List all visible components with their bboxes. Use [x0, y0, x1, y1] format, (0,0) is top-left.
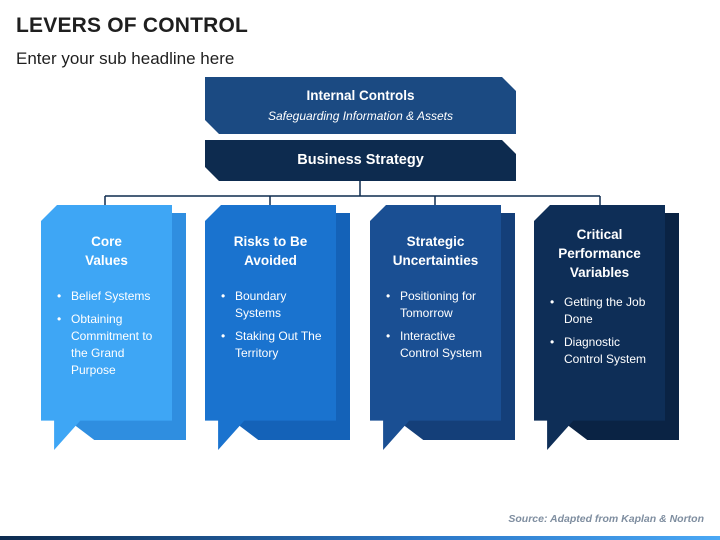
list-item: Boundary Systems: [221, 288, 328, 322]
list-item: Getting the Job Done: [550, 294, 657, 328]
card-title: Strategic Uncertainties: [370, 232, 501, 270]
business-strategy-title: Business Strategy: [297, 152, 424, 168]
page-subtitle: Enter your sub headline here: [16, 49, 235, 68]
card-bullet-list: Positioning for Tomorrow Interactive Con…: [370, 288, 501, 362]
card-title-line: Risks to Be: [233, 234, 308, 249]
card-title-line: Uncertainties: [392, 253, 479, 268]
list-item: Positioning for Tomorrow: [386, 288, 493, 322]
internal-controls-subtitle: Safeguarding Information & Assets: [268, 109, 453, 123]
internal-controls-title: Internal Controls: [306, 88, 415, 103]
card-title-line: Critical: [576, 227, 623, 242]
card-title-line: Core: [91, 234, 122, 249]
page-title: LEVERS OF CONTROL: [16, 14, 249, 37]
list-item: Diagnostic Control System: [550, 334, 657, 368]
business-strategy-banner: Business Strategy: [205, 140, 516, 181]
card-bullet-list: Belief Systems Obtaining Commitment to t…: [41, 288, 172, 379]
card-title-line: Variables: [569, 265, 630, 280]
card-title: Risks to Be Avoided: [205, 232, 336, 270]
card-title: Critical Performance Variables: [534, 225, 665, 282]
card-body: Critical Performance Variables Getting t…: [534, 205, 665, 450]
card-body: Core Values Belief Systems Obtaining Com…: [41, 205, 172, 450]
card-title-line: Strategic: [406, 234, 465, 249]
card-bullet-list: Getting the Job Done Diagnostic Control …: [534, 294, 665, 368]
card-title: Core Values: [41, 232, 172, 270]
card-core-values: Core Values Belief Systems Obtaining Com…: [41, 205, 186, 450]
source-note: Source: Adapted from Kaplan & Norton: [508, 513, 704, 525]
list-item: Obtaining Commitment to the Grand Purpos…: [57, 311, 164, 379]
card-title-line: Performance: [558, 246, 641, 261]
card-strategic-uncertainties: Strategic Uncertainties Positioning for …: [370, 205, 515, 450]
card-bullet-list: Boundary Systems Staking Out The Territo…: [205, 288, 336, 362]
card-title-line: Avoided: [244, 253, 297, 268]
card-body: Risks to Be Avoided Boundary Systems Sta…: [205, 205, 336, 450]
card-critical-performance-variables: Critical Performance Variables Getting t…: [534, 205, 679, 450]
list-item: Belief Systems: [57, 288, 164, 305]
card-title-line: Values: [85, 253, 128, 268]
internal-controls-banner: Internal Controls Safeguarding Informati…: [205, 77, 516, 134]
bottom-accent-bar: [0, 536, 720, 540]
card-body: Strategic Uncertainties Positioning for …: [370, 205, 501, 450]
list-item: Staking Out The Territory: [221, 328, 328, 362]
card-risks-to-be-avoided: Risks to Be Avoided Boundary Systems Sta…: [205, 205, 350, 450]
list-item: Interactive Control System: [386, 328, 493, 362]
